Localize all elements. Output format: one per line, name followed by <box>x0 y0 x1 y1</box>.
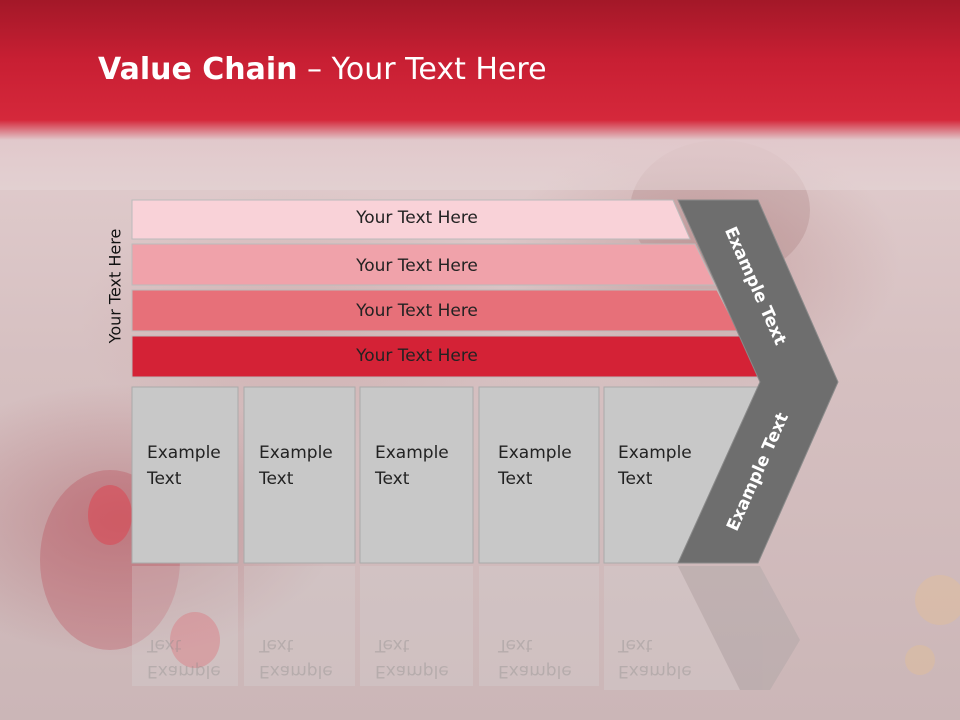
title-bold: Value Chain <box>98 52 298 87</box>
activity-reflection-1: Example Text <box>147 632 221 684</box>
support-row-2 <box>131 243 716 286</box>
activity-reflection-5: Example Text <box>618 632 692 684</box>
reflection-group <box>132 566 800 690</box>
chevron-arrow <box>677 199 839 564</box>
activity-box-2 <box>243 386 356 564</box>
activity-reflection-2: Example Text <box>259 632 333 684</box>
activity-text-5-line1: Example <box>618 443 692 463</box>
activity-text-1-line2: Text <box>147 469 182 489</box>
support-row-label-2: Your Text Here <box>356 256 478 276</box>
activity-reflection-5-line2: Text <box>618 635 653 655</box>
page-title: Value Chain – Your Text Here <box>98 52 547 87</box>
activity-reflection-3-line2: Text <box>375 635 410 655</box>
support-row-label-1: Your Text Here <box>356 208 478 228</box>
title-rest: – Your Text Here <box>297 52 547 87</box>
activity-reflection-5-line1: Example <box>618 661 692 681</box>
activity-reflection-4: Example Text <box>498 632 572 684</box>
support-row-1 <box>131 199 691 240</box>
activity-box-3 <box>359 386 474 564</box>
activity-box-4 <box>478 386 600 564</box>
activity-reflection-2-line1: Example <box>259 661 333 681</box>
activity-text-1-line1: Example <box>147 443 221 463</box>
activity-box-1 <box>131 386 239 564</box>
activity-text-3-line2: Text <box>375 469 410 489</box>
activity-reflection-4-line2: Text <box>498 635 533 655</box>
activity-reflection-3: Example Text <box>375 632 449 684</box>
activity-text-4-line2: Text <box>498 469 533 489</box>
activity-reflection-4-line1: Example <box>498 661 572 681</box>
support-row-label-3: Your Text Here <box>356 301 478 321</box>
activity-text-2-line2: Text <box>259 469 294 489</box>
activity-reflection-2-line2: Text <box>259 635 294 655</box>
activity-reflection-1-line2: Text <box>147 635 182 655</box>
activity-text-3-line1: Example <box>375 443 449 463</box>
activity-reflection-3-line1: Example <box>375 661 449 681</box>
activity-text-2-line1: Example <box>259 443 333 463</box>
activity-text-4-line1: Example <box>498 443 572 463</box>
support-row-label-4: Your Text Here <box>356 346 478 366</box>
activity-text-5-line2: Text <box>618 469 653 489</box>
activity-reflection-1-line1: Example <box>147 661 221 681</box>
title-banner <box>0 0 960 190</box>
